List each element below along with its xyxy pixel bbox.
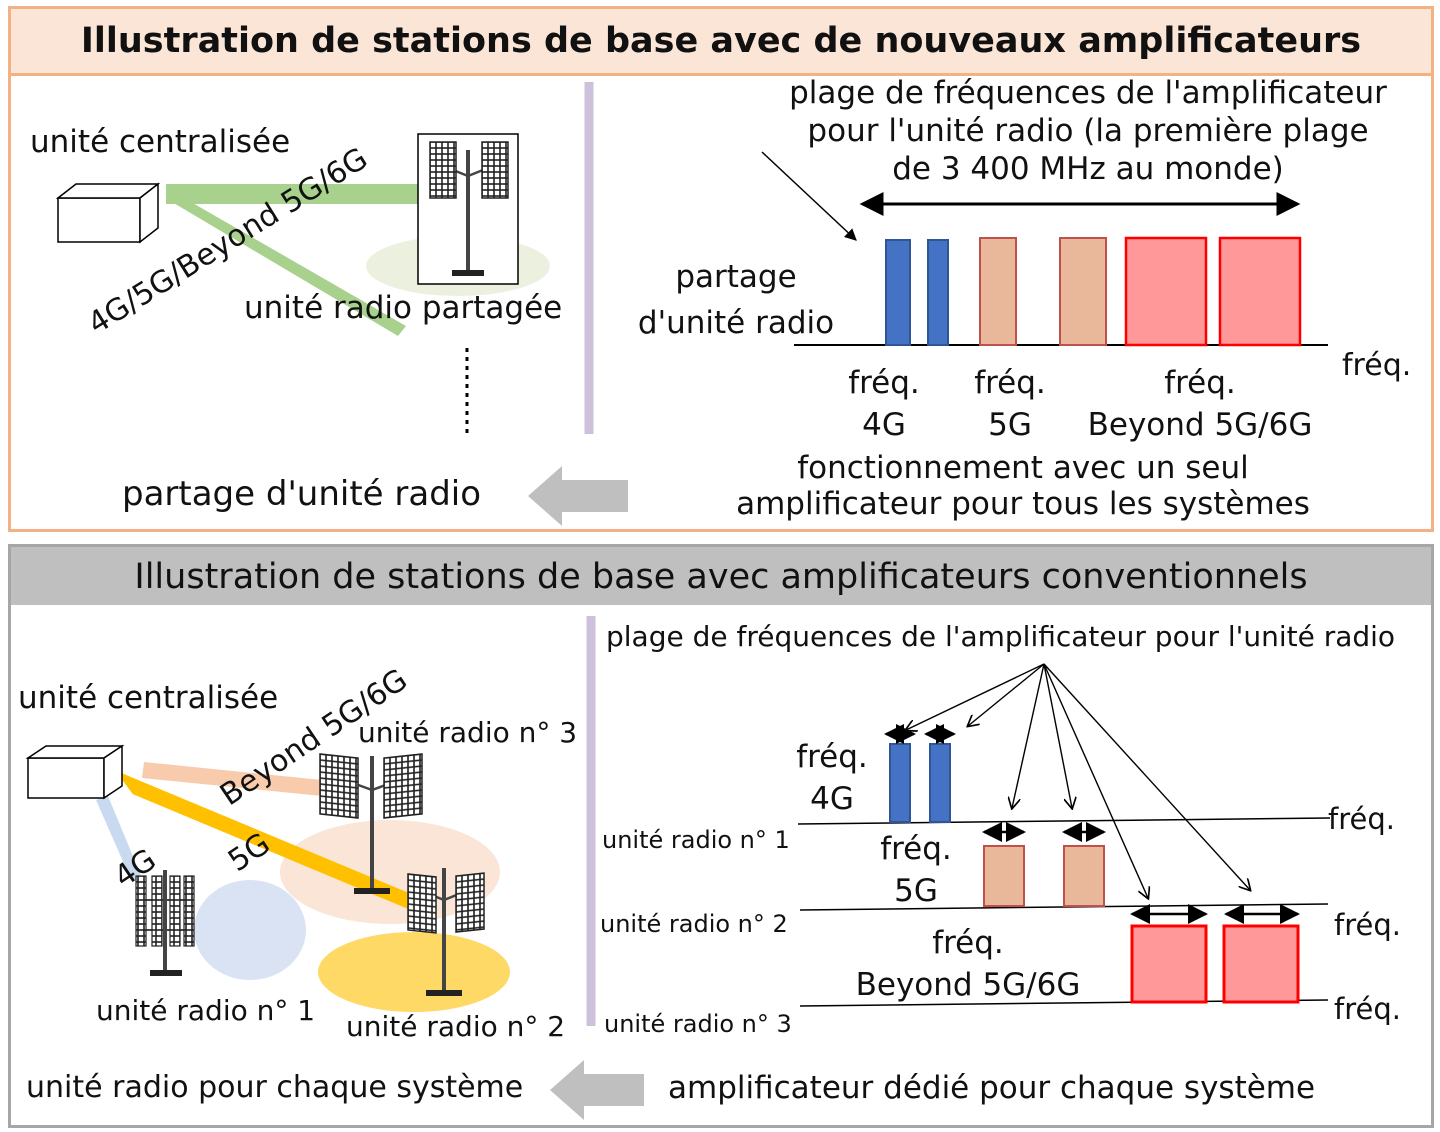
band-label-4g-bottom: fréq.4G (796, 739, 868, 817)
ru1-label: unité radio n° 1 (96, 994, 316, 1027)
band-label-5g-bottom: fréq.5G (880, 831, 952, 909)
freq-axis-label-ru3: fréq. (1334, 992, 1401, 1026)
row-label-ru2: unité radio n° 2 (600, 910, 788, 938)
band-5g-ru2-a (983, 845, 1025, 907)
band-b5g-b (1218, 236, 1302, 347)
sharing-label: partage d'unité radio (637, 259, 835, 341)
link-band-4g (96, 796, 142, 882)
band-4g-ru1-b (929, 743, 951, 823)
band-5g-a (979, 237, 1017, 346)
link-band-to-shared-ru (166, 184, 420, 204)
result-label-bottom-right: amplificateur dédié pour chaque système (668, 1070, 1316, 1106)
link-band-b5g (142, 762, 322, 796)
freq-axis-label-ru1: fréq. (1328, 802, 1395, 836)
row-label-ru1: unité radio n° 1 (602, 826, 790, 854)
band-4g-b (927, 239, 949, 346)
band-b5g-a (1124, 236, 1208, 347)
panel-title-new: Illustration de stations de base avec de… (11, 9, 1431, 76)
row-label-ru3: unité radio n° 3 (604, 1010, 792, 1038)
band-label-b5g-bottom: fréq.Beyond 5G/6G (855, 925, 1081, 1003)
range-pointers-bottom (906, 663, 1250, 898)
panel-title-conventional: Illustration de stations de base avec am… (11, 547, 1431, 605)
band-label-b5g-top: fréq.Beyond 5G/6G (1087, 365, 1313, 443)
single-amplifier-label: fonctionnement avec un seul amplificateu… (736, 450, 1310, 522)
band-label-5g-top: fréq.5G (974, 365, 1046, 443)
antenna-tower-icon (429, 141, 509, 276)
result-label-top: partage d'unité radio (122, 474, 482, 514)
central-unit-label: unité centralisée (30, 124, 291, 160)
ru1-tower-icon (135, 870, 195, 976)
link-band-diagonal (172, 198, 406, 336)
band-5g-ru2-b (1063, 845, 1105, 907)
range-caption-bottom: plage de fréquences de l'amplificateur p… (606, 620, 1396, 653)
ru2-label: unité radio n° 2 (346, 1010, 566, 1043)
centralized-unit-icon-bottom (25, 744, 125, 800)
ru3-label: unité radio n° 3 (358, 716, 578, 749)
band-label-4g-top: fréq.4G (848, 365, 920, 443)
band-b5g-ru3-b (1222, 924, 1300, 1004)
result-label-bottom-left: unité radio pour chaque système (26, 1070, 524, 1105)
shared-ru-label: unité radio partagée (244, 290, 563, 326)
band-4g-a (885, 239, 911, 346)
coverage-ru2 (318, 932, 510, 1012)
band-5g-b (1059, 237, 1107, 346)
centralized-unit-icon (55, 182, 161, 244)
coverage-ru1 (194, 880, 306, 980)
freq-axis-label-ru2: fréq. (1334, 908, 1401, 942)
range-pointer (761, 151, 857, 241)
ru2-tower-icon (407, 868, 485, 996)
result-arrow-bottom (550, 1060, 644, 1120)
freq-axis-label-top: fréq. (1342, 348, 1412, 383)
band-b5g-ru3-a (1130, 924, 1208, 1004)
ru3-tower-icon (319, 753, 423, 894)
range-caption-top: plage de fréquences de l'amplificateur p… (789, 75, 1387, 187)
central-unit-label-bottom: unité centralisée (18, 680, 279, 716)
freq-axis-ru1 (797, 817, 1331, 825)
band-4g-ru1-a (889, 743, 911, 823)
result-arrow-top (528, 466, 628, 526)
